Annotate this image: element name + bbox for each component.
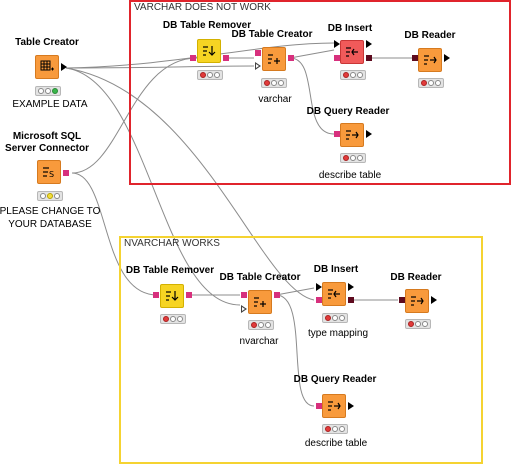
connection-wire (289, 57, 335, 135)
data-input-port[interactable] (334, 40, 340, 48)
db-create-icon[interactable] (262, 47, 286, 71)
db-remove-icon[interactable] (197, 39, 221, 63)
db-output-port[interactable] (348, 297, 354, 303)
node-caption: EXAMPLE DATA (12, 99, 88, 110)
status-traffic-light (248, 320, 274, 330)
output-port[interactable] (61, 63, 67, 71)
status-traffic-light (405, 319, 431, 329)
node-caption: varchar (258, 94, 292, 105)
connection-wire (275, 294, 315, 407)
status-traffic-light (340, 70, 366, 80)
db-output-port[interactable] (288, 55, 294, 61)
connection-wire (71, 172, 158, 296)
node-caption-line1: PLEASE CHANGE TO (0, 206, 101, 217)
node-title: DB Table Remover (125, 265, 215, 276)
node-title: DB Table Creator (219, 272, 301, 283)
db-input-port[interactable] (334, 131, 340, 137)
data-output-port[interactable] (366, 130, 372, 138)
db-input-port[interactable] (399, 297, 405, 303)
node-caption: describe table (318, 170, 382, 181)
db-output-port[interactable] (274, 292, 280, 298)
db-input-port[interactable] (316, 403, 322, 409)
node-caption: nvarchar (239, 336, 279, 347)
data-output-port[interactable] (366, 40, 372, 48)
connection-wire (275, 287, 315, 296)
data-output-port[interactable] (348, 283, 354, 291)
db-read-icon[interactable] (405, 289, 429, 313)
node-title: DB Query Reader (306, 106, 390, 117)
status-traffic-light (418, 78, 444, 88)
node-caption-line2: YOUR DATABASE (8, 219, 92, 230)
annotation-varchar: VARCHAR DOES NOT WORK (129, 0, 511, 185)
db-input-port[interactable] (153, 292, 159, 298)
data-input-port[interactable] (316, 283, 322, 291)
node-title: DB Insert (313, 264, 359, 275)
connection-wire (65, 67, 241, 306)
data-output-port[interactable] (348, 402, 354, 410)
data-output-port[interactable] (444, 54, 450, 62)
db-connection-port[interactable] (63, 170, 69, 176)
db-input-port[interactable] (316, 297, 322, 303)
db-insert-icon[interactable] (340, 40, 364, 64)
status-traffic-light (35, 86, 61, 96)
annotation-nvarchar-label: NVARCHAR WORKS (124, 238, 220, 249)
data-input-port[interactable] (255, 62, 261, 70)
table-grid-icon[interactable] (35, 55, 59, 79)
db-remove-icon[interactable] (160, 284, 184, 308)
connection-wire (71, 57, 198, 174)
node-title: DB Reader (390, 272, 442, 283)
db-create-icon[interactable] (248, 290, 272, 314)
connection-wire (65, 65, 255, 69)
node-title: DB Reader (404, 30, 456, 41)
status-traffic-light (37, 191, 63, 201)
db-connector-icon[interactable]: S (37, 160, 61, 184)
db-input-port[interactable] (255, 50, 261, 56)
connection-wire (65, 67, 315, 301)
status-traffic-light (322, 313, 348, 323)
node-title-line2: Server Connector (5, 143, 89, 154)
status-traffic-light (322, 424, 348, 434)
db-query-icon[interactable] (322, 394, 346, 418)
annotation-varchar-label: VARCHAR DOES NOT WORK (134, 2, 271, 13)
node-caption: describe table (304, 438, 368, 449)
connection-wire (289, 49, 335, 59)
db-query-icon[interactable] (340, 123, 364, 147)
node-title: DB Table Remover (162, 20, 252, 31)
status-traffic-light (197, 70, 223, 80)
node-title: DB Table Creator (231, 29, 313, 40)
annotation-nvarchar: NVARCHAR WORKS (119, 236, 483, 464)
svg-text:S: S (49, 170, 54, 179)
db-input-port[interactable] (412, 55, 418, 61)
node-caption: type mapping (307, 328, 369, 339)
data-output-port[interactable] (431, 296, 437, 304)
node-title: Table Creator (15, 37, 79, 48)
node-title: DB Query Reader (293, 374, 377, 385)
db-output-port[interactable] (223, 55, 229, 61)
data-input-port[interactable] (241, 305, 247, 313)
status-traffic-light (340, 153, 366, 163)
status-traffic-light (261, 78, 287, 88)
db-input-port[interactable] (334, 55, 340, 61)
db-read-icon[interactable] (418, 48, 442, 72)
node-title-line1: Microsoft SQL (12, 131, 82, 142)
db-output-port[interactable] (186, 292, 192, 298)
db-insert-icon[interactable] (322, 282, 346, 306)
db-input-port[interactable] (190, 55, 196, 61)
status-traffic-light (160, 314, 186, 324)
db-input-port[interactable] (241, 292, 247, 298)
db-output-port[interactable] (366, 55, 372, 61)
node-title: DB Insert (327, 23, 373, 34)
